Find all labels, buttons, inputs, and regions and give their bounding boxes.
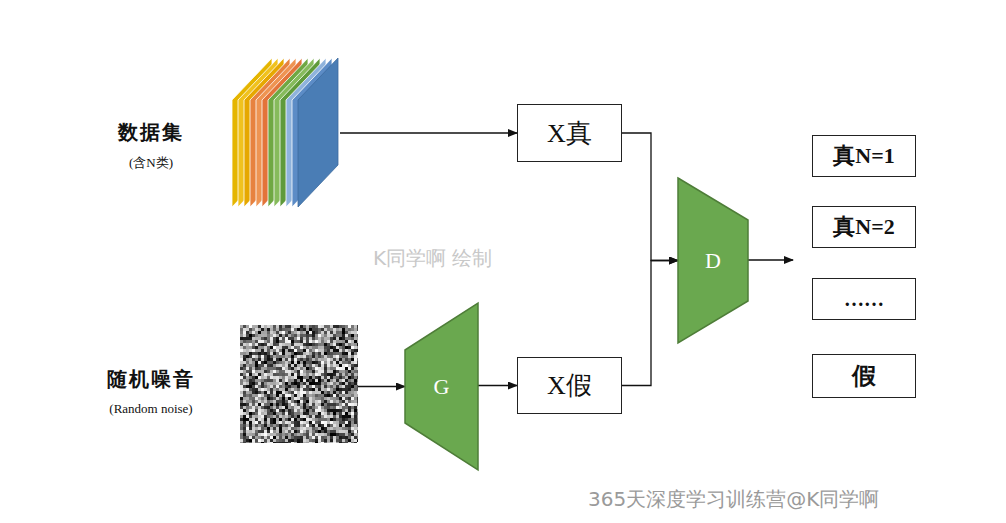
connector-arrow	[622, 133, 678, 261]
output-box: 真N=2	[812, 206, 916, 248]
label-column: 数据集 (含N类)	[95, 119, 207, 172]
fake-sample-box: X假	[517, 357, 622, 414]
box-label: 真N=2	[833, 212, 894, 242]
watermark: 365天深度学习训练营@K同学啊	[588, 486, 879, 513]
box-label: ……	[844, 288, 884, 311]
box-label: 真N=1	[833, 141, 894, 171]
dataset-layers	[230, 55, 342, 210]
box-label: X假	[547, 368, 592, 403]
noise-image: 随机噪音 (Random noise)	[95, 325, 358, 443]
input-subtitle: (Random noise)	[109, 401, 192, 417]
real-sample-box: X真	[517, 104, 622, 162]
connector-arrow	[358, 386, 405, 387]
connector-arrow	[622, 261, 678, 386]
box-label: X真	[547, 116, 592, 151]
noise-picture	[240, 325, 358, 443]
output-box: 假	[812, 354, 916, 398]
watermark: K同学啊 绘制	[373, 245, 492, 272]
input-subtitle: (含N类)	[129, 154, 173, 172]
input-title: 数据集	[118, 119, 184, 146]
box-label: 假	[852, 360, 876, 392]
discriminator-trapezoid: D	[678, 178, 748, 343]
output-box: 真N=1	[812, 135, 916, 177]
output-arrow	[748, 259, 793, 260]
connector-arrow	[478, 385, 517, 386]
generator-trapezoid: G	[405, 303, 478, 470]
network-label: G	[434, 374, 450, 400]
label-column: 随机噪音 (Random noise)	[95, 366, 207, 417]
connector-arrow	[340, 132, 517, 133]
dataset-stack: 数据集 (含N类)	[95, 55, 340, 210]
network-label: D	[705, 248, 721, 274]
input-title: 随机噪音	[107, 366, 195, 393]
output-box: ……	[812, 278, 916, 320]
